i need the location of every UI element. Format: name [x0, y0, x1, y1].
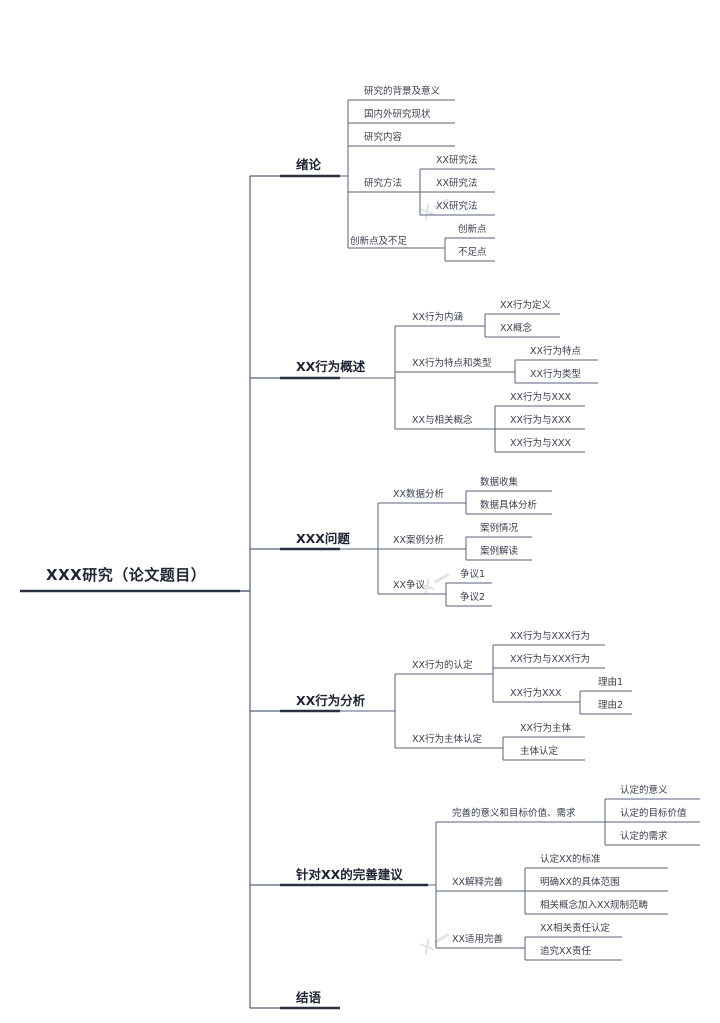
node-related-concepts[interactable]: XX与相关概念: [412, 415, 473, 426]
node-pursue[interactable]: 追究XX责任: [540, 946, 592, 957]
node-features-types[interactable]: XX行为特点和类型: [412, 358, 492, 369]
node-method-3[interactable]: XX研究法: [436, 201, 478, 212]
node-related-2[interactable]: XX行为与XXX: [510, 415, 572, 426]
branch-conclusion[interactable]: 结语: [296, 990, 322, 1005]
node-related-1[interactable]: XX行为与XXX: [510, 392, 572, 403]
node-meaning[interactable]: 认定的意义: [620, 785, 668, 796]
node-definition[interactable]: XX行为定义: [500, 300, 552, 311]
branch-problem[interactable]: XXX问题: [296, 531, 350, 546]
node-data-analysis[interactable]: XX数据分析: [393, 489, 445, 500]
node-subject[interactable]: XX行为主体: [520, 723, 572, 734]
node-dispute-1[interactable]: 争议1: [460, 569, 486, 580]
node-case-analysis[interactable]: XX案例分析: [393, 535, 445, 546]
node-reason-1[interactable]: 理由1: [598, 677, 624, 688]
node-connotation[interactable]: XX行为内涵: [412, 312, 464, 323]
node-innovation-point[interactable]: 创新点: [458, 224, 487, 235]
node-goal-value[interactable]: 认定的目标价值: [620, 808, 687, 819]
branch-introduction[interactable]: 绪论: [296, 157, 322, 172]
node-method-2[interactable]: XX研究法: [436, 178, 478, 189]
node-background[interactable]: 研究的背景及意义: [364, 86, 441, 97]
node-dispute[interactable]: XX争议: [393, 580, 426, 591]
node-research-methods[interactable]: 研究方法: [364, 178, 403, 189]
root-topic[interactable]: XXX研究（论文题目）: [46, 566, 207, 584]
node-related-3[interactable]: XX行为与XXX: [510, 438, 572, 449]
node-types[interactable]: XX行为类型: [530, 369, 582, 380]
node-dispute-2[interactable]: 争议2: [460, 592, 486, 603]
node-behavior-vs-2[interactable]: XX行为与XXX行为: [510, 654, 591, 665]
node-meaning-goal[interactable]: 完善的意义和目标价值、需求: [452, 808, 576, 819]
node-case-info[interactable]: 案例情况: [480, 523, 519, 534]
node-shortcoming[interactable]: 不足点: [458, 247, 487, 258]
node-case-interpret[interactable]: 案例解读: [480, 546, 519, 557]
node-innovation[interactable]: 创新点及不足: [350, 236, 408, 247]
node-regulation[interactable]: 相关概念加入XX规制范畴: [540, 900, 649, 911]
node-research-content[interactable]: 研究内容: [364, 132, 403, 143]
node-features[interactable]: XX行为特点: [530, 346, 582, 357]
node-research-status[interactable]: 国内外研究现状: [364, 109, 431, 120]
node-subject-identify[interactable]: XX行为主体认定: [412, 734, 483, 745]
node-method-1[interactable]: XX研究法: [436, 155, 478, 166]
node-liability[interactable]: XX相关责任认定: [540, 923, 611, 934]
watermark-logo-icon: [404, 565, 464, 605]
node-behavior-xxx[interactable]: XX行为XXX: [510, 688, 562, 699]
node-data-detail[interactable]: 数据具体分析: [480, 500, 538, 511]
watermark-logo-icon: [404, 190, 464, 230]
node-behavior-vs-1[interactable]: XX行为与XXX行为: [510, 631, 591, 642]
branch-overview[interactable]: XX行为概述: [296, 359, 366, 374]
node-apply-improve[interactable]: XX适用完善: [452, 934, 504, 945]
node-data-collect[interactable]: 数据收集: [480, 477, 519, 488]
node-behavior-identify[interactable]: XX行为的认定: [412, 660, 473, 671]
node-needs[interactable]: 认定的需求: [620, 831, 668, 842]
node-concept[interactable]: XX概念: [500, 323, 533, 334]
branch-suggestions[interactable]: 针对XX的完善建议: [296, 867, 403, 882]
node-standard[interactable]: 认定XX的标准: [540, 854, 601, 865]
watermark-logo-icon: [404, 925, 464, 965]
node-reason-2[interactable]: 理由2: [598, 700, 624, 711]
node-subject-identify-2[interactable]: 主体认定: [520, 746, 559, 757]
node-scope[interactable]: 明确XX的具体范围: [540, 877, 620, 888]
branch-analysis[interactable]: XX行为分析: [296, 693, 366, 708]
node-interpret-improve[interactable]: XX解释完善: [452, 877, 504, 888]
